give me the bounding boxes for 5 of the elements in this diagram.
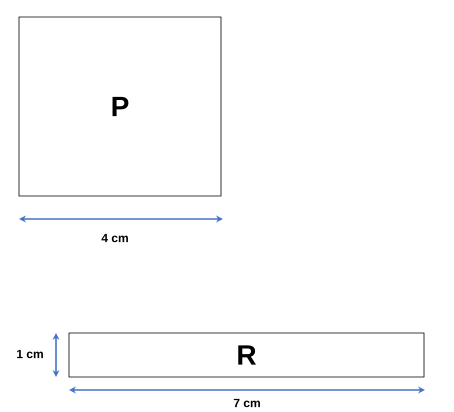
dimension-label: 7 cm <box>234 398 260 408</box>
dimension-label: 1 cm <box>17 350 43 358</box>
box: R <box>68 332 424 378</box>
dimension-label: 4 cm <box>102 234 128 242</box>
box: P <box>18 16 222 196</box>
